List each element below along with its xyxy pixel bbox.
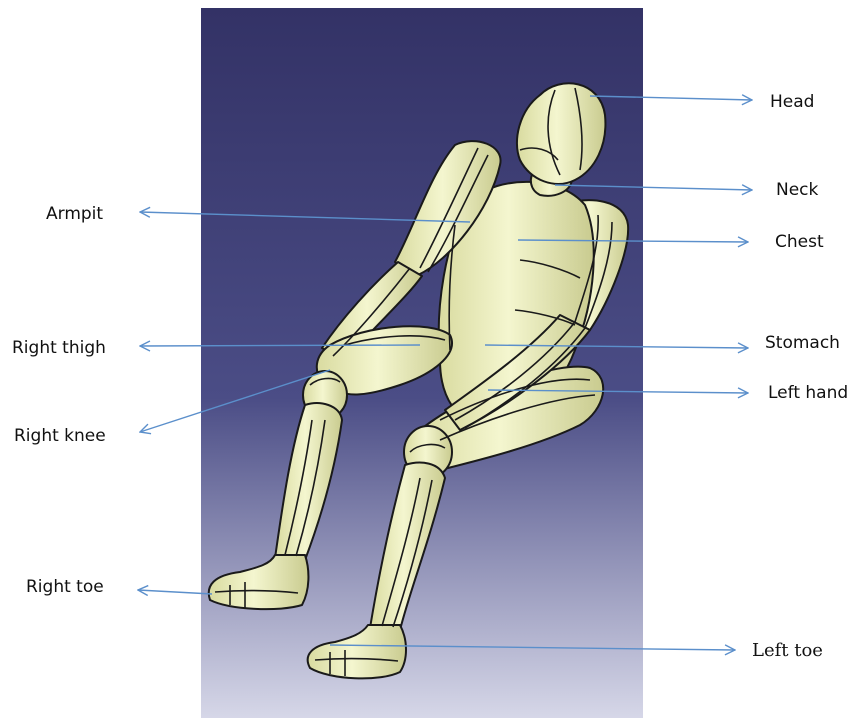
label-head: Head (770, 92, 814, 112)
label-right-thigh: Right thigh (12, 338, 106, 358)
label-chest: Chest (775, 232, 824, 252)
label-stomach: Stomach (765, 333, 840, 353)
label-right-toe: Right toe (26, 577, 104, 597)
label-right-knee: Right knee (14, 426, 106, 446)
label-neck: Neck (776, 180, 818, 200)
label-armpit: Armpit (46, 204, 103, 224)
label-left-hand: Left hand (768, 383, 848, 403)
right-toe-arrow (138, 590, 212, 594)
label-left-toe: Left toe (752, 640, 823, 661)
